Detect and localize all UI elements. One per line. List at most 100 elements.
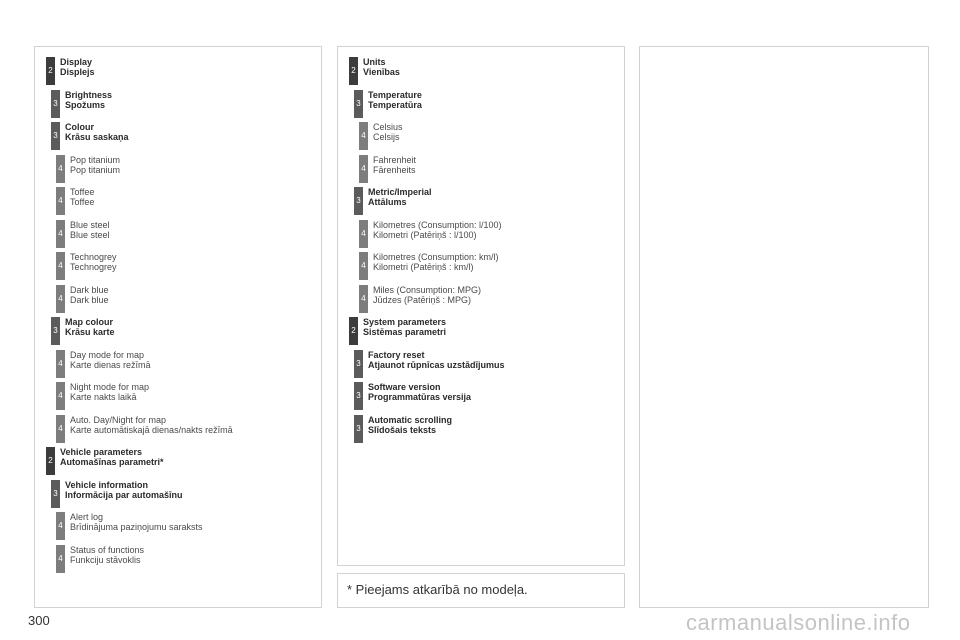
- label-english: Metric/Imperial: [368, 187, 432, 197]
- label-english: Blue steel: [70, 219, 110, 230]
- label-latvian: Fārenheits: [373, 164, 416, 175]
- label-english: Temperature: [368, 89, 422, 100]
- level-badge: 4: [56, 382, 65, 410]
- level-badge: 4: [359, 284, 368, 313]
- level-badge: 3: [51, 317, 60, 345]
- label-english: Kilometres (Consumption: l/100): [373, 219, 502, 230]
- label-latvian: Slīdošais teksts: [368, 424, 437, 435]
- level-badge: 4: [56, 154, 65, 183]
- level-badge: 4: [359, 154, 368, 183]
- level-badge: 4: [56, 219, 65, 248]
- level-badge: 3: [354, 414, 363, 443]
- level-badge: 3: [354, 382, 363, 410]
- label-english: Factory reset: [368, 349, 425, 360]
- label-english: Colour: [65, 122, 94, 132]
- footnote-box: * Pieejams atkarībā no modeļa.: [337, 573, 625, 608]
- level-badge: 2: [349, 57, 358, 85]
- label-english: Technogrey: [70, 252, 117, 262]
- level-badge: 3: [51, 122, 60, 150]
- label-latvian: Spožums: [65, 99, 106, 110]
- menu-column-left: [34, 46, 322, 608]
- level-badge: 4: [359, 252, 368, 280]
- level-badge: 4: [56, 284, 65, 313]
- label-english: Dark blue: [70, 284, 109, 295]
- label-latvian: Attālums: [368, 197, 407, 207]
- watermark: carmanualsonline.info: [686, 610, 911, 635]
- level-badge: 2: [46, 57, 55, 85]
- label-english: System parameters: [363, 317, 447, 327]
- label-latvian: Karte nakts laikā: [70, 392, 137, 402]
- label-english: Vehicle parameters: [60, 447, 143, 457]
- level-badge: 4: [56, 544, 65, 573]
- label-english: Alert log: [70, 512, 104, 522]
- level-badge: 3: [354, 89, 363, 118]
- label-english: Software version: [368, 382, 441, 392]
- label-english: Celsius: [373, 122, 403, 132]
- label-english: Brightness: [65, 89, 113, 100]
- label-english: Automatic scrolling: [368, 414, 453, 425]
- label-english: Status of functions: [70, 544, 145, 555]
- label-english: Miles (Consumption: MPG): [373, 284, 482, 295]
- label-latvian: Krāsu saskaņa: [65, 132, 129, 142]
- label-english: Auto. Day/Night for map: [70, 414, 167, 425]
- label-english: Map colour: [65, 317, 114, 327]
- label-latvian: Automašīnas parametri*: [60, 457, 164, 467]
- menu-item-label: Kilometres (Consumption: km/l)Kilometri …: [373, 252, 499, 272]
- label-english: Units: [363, 57, 386, 67]
- label-latvian: Brīdinājuma paziņojumu saraksts: [70, 522, 203, 532]
- label-english: Night mode for map: [70, 382, 150, 392]
- menu-item-label: Kilometres (Consumption: l/100)Kilometri…: [373, 220, 502, 240]
- label-latvian: Jūdzes (Patēriņš : MPG): [373, 294, 472, 305]
- level-badge: 3: [51, 89, 60, 118]
- label-english: Display: [60, 57, 93, 67]
- label-latvian: Displejs: [60, 67, 95, 77]
- label-latvian: Temperatūra: [368, 99, 422, 110]
- label-latvian: Blue steel: [70, 229, 110, 240]
- level-badge: 4: [56, 187, 65, 215]
- label-latvian: Vienības: [363, 67, 400, 77]
- level-badge: 4: [56, 414, 65, 443]
- label-latvian: Karte dienas režīmā: [70, 359, 151, 370]
- level-badge: 2: [46, 447, 55, 475]
- label-latvian: Celsijs: [373, 132, 400, 142]
- footnote-text: * Pieejams atkarībā no modeļa.: [347, 582, 528, 597]
- label-english: Day mode for map: [70, 349, 145, 360]
- label-latvian: Informācija par automašīnu: [65, 489, 183, 500]
- level-badge: 2: [349, 317, 358, 345]
- label-latvian: Pop titanium: [70, 164, 121, 175]
- level-badge: 4: [56, 349, 65, 378]
- label-latvian: Funkciju stāvoklis: [70, 554, 141, 565]
- label-latvian: Sistēmas parametri: [363, 327, 447, 337]
- label-latvian: Toffee: [70, 197, 95, 207]
- label-latvian: Kilometri (Patēriņš : l/100): [373, 229, 477, 240]
- menu-item-label: Miles (Consumption: MPG)Jūdzes (Patēriņš…: [373, 285, 481, 305]
- empty-column-right: [639, 46, 929, 608]
- level-badge: 4: [56, 512, 65, 540]
- label-latvian: Krāsu karte: [65, 327, 115, 337]
- label-english: Kilometres (Consumption: km/l): [373, 252, 499, 262]
- label-latvian: Kilometri (Patēriņš : km/l): [373, 262, 474, 272]
- label-english: Pop titanium: [70, 154, 121, 165]
- level-badge: 3: [51, 479, 60, 508]
- label-english: Vehicle information: [65, 479, 149, 490]
